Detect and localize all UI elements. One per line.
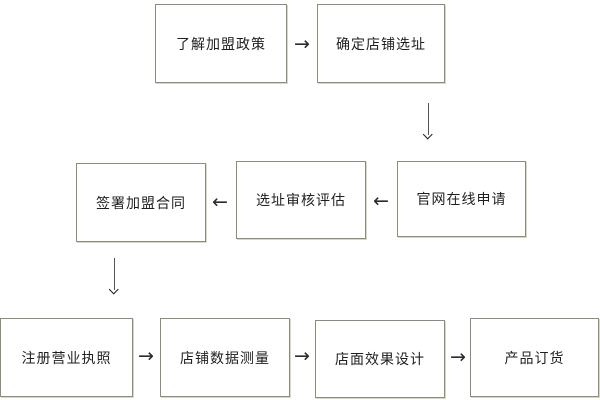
flow-node-understand-policy: 了解加盟政策 bbox=[155, 4, 287, 83]
arrow-right-icon: → bbox=[138, 345, 154, 367]
arrow-right-icon: → bbox=[294, 33, 310, 55]
flow-node-sign-franchise-contract: 签署加盟合同 bbox=[76, 163, 206, 242]
arrow-head bbox=[108, 284, 119, 295]
flow-node-label: 选址审核评估 bbox=[256, 193, 346, 209]
flow-node-label: 店铺数据测量 bbox=[180, 350, 270, 367]
arrow-down-icon bbox=[108, 258, 119, 295]
flow-node-label: 注册营业执照 bbox=[21, 350, 112, 367]
flow-node-label: 店面效果设计 bbox=[335, 352, 425, 368]
flow-node-site-review-evaluation: 选址审核评估 bbox=[236, 161, 366, 239]
arrow-right-icon: → bbox=[294, 345, 310, 367]
flow-node-label: 产品订货 bbox=[504, 350, 565, 367]
arrow-left-icon: ← bbox=[373, 190, 389, 212]
flow-node-label: 了解加盟政策 bbox=[176, 36, 266, 53]
flow-node-online-application: 官网在线申请 bbox=[397, 161, 526, 237]
flow-node-register-business-license: 注册营业执照 bbox=[0, 318, 133, 397]
arrow-line bbox=[427, 103, 429, 135]
arrow-right-icon: → bbox=[450, 346, 466, 368]
flow-node-confirm-store-location: 确定店铺选址 bbox=[317, 4, 445, 83]
arrow-down-icon bbox=[422, 103, 433, 140]
flow-node-store-data-measurement: 店铺数据测量 bbox=[160, 318, 290, 397]
arrow-line bbox=[113, 258, 115, 290]
arrow-head bbox=[422, 129, 433, 140]
flow-node-product-ordering: 产品订货 bbox=[470, 318, 599, 397]
flow-node-label: 确定店铺选址 bbox=[336, 36, 426, 53]
flow-node-label: 官网在线申请 bbox=[416, 192, 507, 208]
flow-node-storefront-effect-design: 店面效果设计 bbox=[315, 320, 445, 398]
flow-node-label: 签署加盟合同 bbox=[96, 195, 186, 212]
arrow-left-icon: ← bbox=[212, 191, 228, 213]
